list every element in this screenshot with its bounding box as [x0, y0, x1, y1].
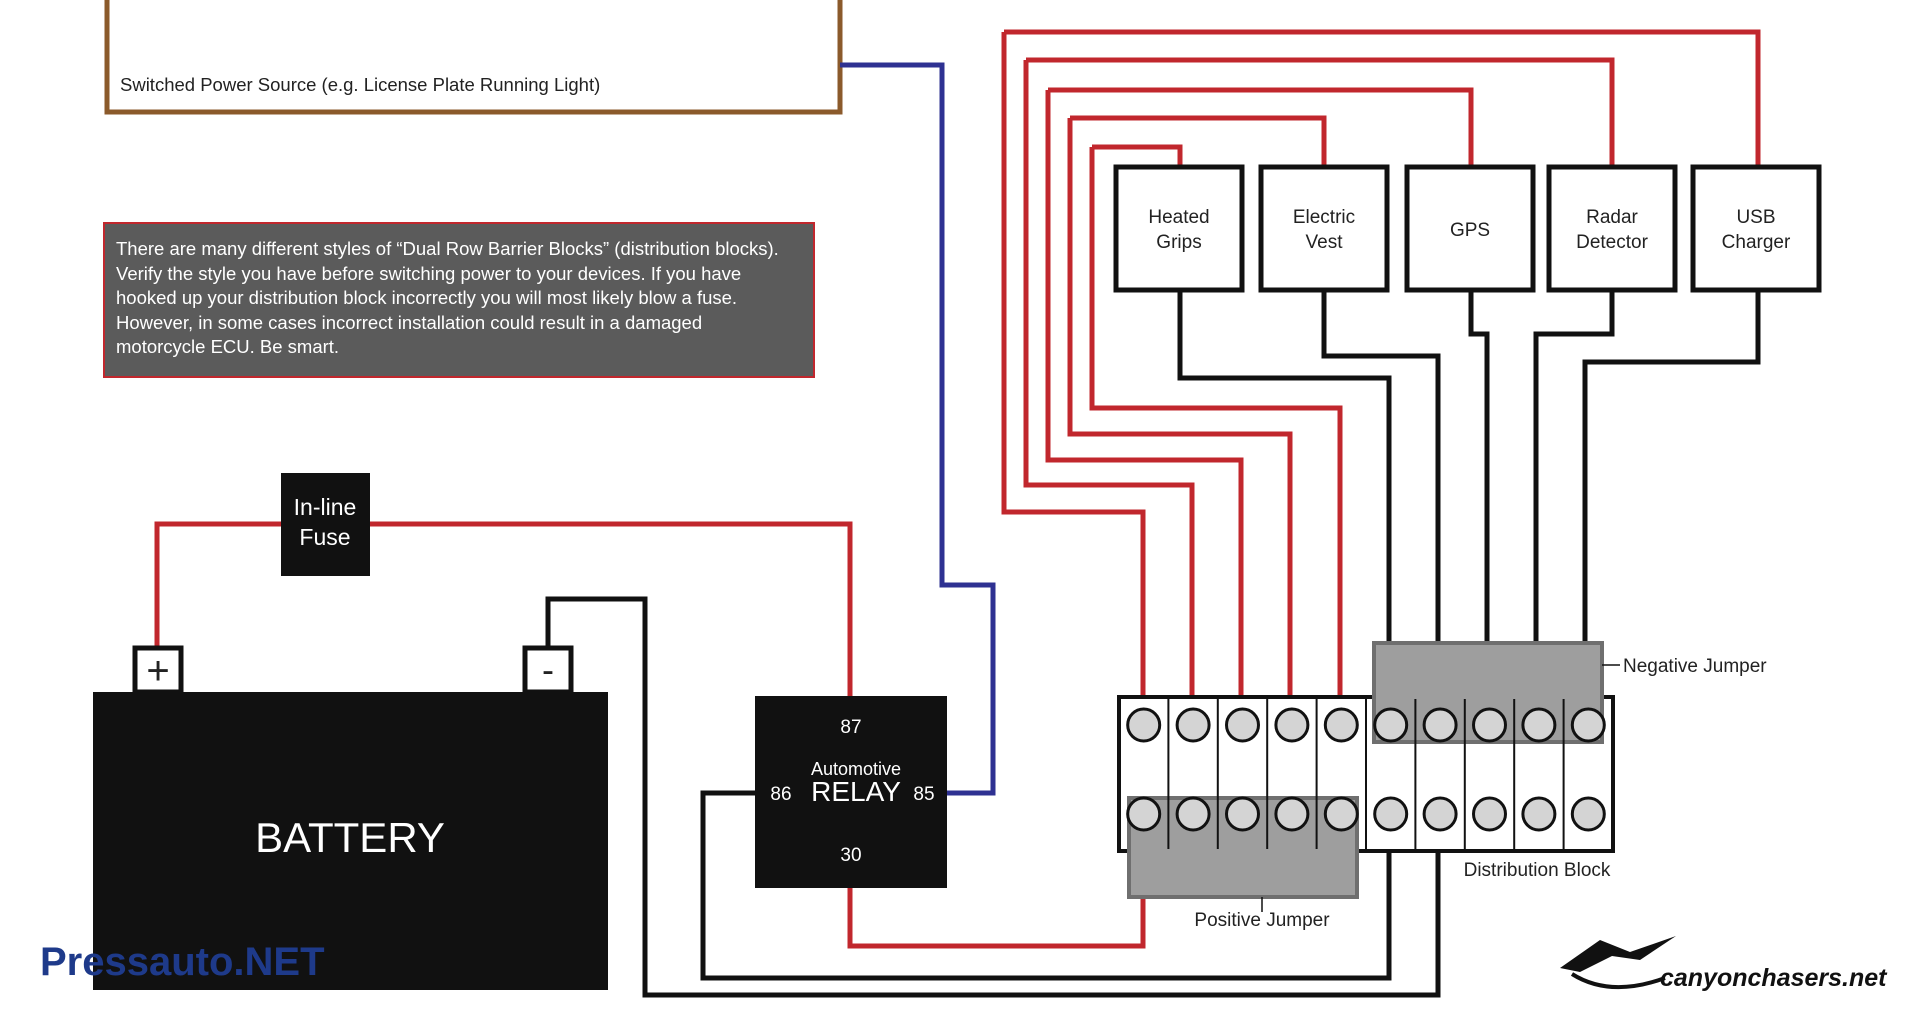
terminal-screw-top	[1225, 707, 1260, 743]
device-label-line-2: Detector	[1576, 232, 1648, 253]
usb-ground-wire	[1582, 290, 1761, 722]
device-label-line-2: Vest	[1306, 232, 1344, 253]
gps-ground-wire	[1468, 290, 1490, 722]
device-label-line-2: Charger	[1722, 232, 1791, 253]
notice-line-2: Verify the style you have before switchi…	[116, 263, 741, 284]
device-heated-grips: Heated Grips	[1113, 164, 1245, 293]
fuse-to-relay-wire	[368, 521, 853, 698]
canyonchasers-logo-mark	[1560, 936, 1676, 972]
canyonchasers-logo-swoosh	[1570, 972, 1666, 990]
terminal-screw-top	[1472, 707, 1507, 743]
fuse-label-line-2: Fuse	[299, 524, 350, 550]
battery-negative-symbol: -	[542, 649, 554, 690]
radar-ground-wire	[1533, 290, 1615, 722]
device-label-line-1: USB	[1736, 207, 1775, 228]
device-box	[1690, 164, 1822, 293]
block-terminals	[1126, 707, 1606, 832]
notice-line-5: motorcycle ECU. Be smart.	[116, 336, 339, 357]
terminal-screw-top	[1570, 707, 1606, 743]
power-source-box-outline	[104, 0, 843, 115]
grips-power-wire	[1092, 144, 1183, 167]
terminal-screw-bottom	[1225, 796, 1260, 832]
terminal-screw-bottom	[1422, 796, 1458, 832]
positive-jumper-label: Positive Jumper	[1194, 910, 1330, 931]
terminal-screw-top	[1521, 707, 1557, 743]
terminal-screw-top	[1274, 707, 1310, 743]
block-dividers	[1167, 699, 1565, 849]
distribution-block-label: Distribution Block	[1464, 860, 1611, 881]
gps-power-wire-down	[1045, 90, 1244, 722]
automotive-relay: 87 Automotive 86 RELAY 85 30	[755, 696, 947, 888]
relay-pin-85: 85	[913, 784, 934, 805]
relay-label-line-1: Automotive	[811, 759, 901, 779]
canyonchasers-logo: canyonchasers.net	[1560, 936, 1888, 992]
relay-pin-30: 30	[840, 845, 861, 866]
gps-power-wire	[1048, 87, 1474, 167]
relay-pin-87: 87	[840, 717, 861, 738]
switched-power-source: Switched Power Source (e.g. License Plat…	[104, 0, 843, 115]
terminal-screw-bottom	[1274, 796, 1310, 832]
negative-jumper-label: Negative Jumper	[1623, 656, 1767, 677]
terminal-screw-bottom	[1521, 796, 1557, 832]
battery-positive-wire	[154, 521, 285, 650]
battery-positive-symbol: +	[146, 649, 169, 693]
fuse-label-line-1: In-line	[294, 494, 357, 520]
relay-pin-86: 86	[770, 784, 791, 805]
notice-line-1: There are many different styles of “Dual…	[116, 238, 779, 259]
notice-box: There are many different styles of “Dual…	[103, 222, 815, 378]
device-label-line-2: Grips	[1156, 232, 1201, 253]
relay-body	[755, 696, 947, 888]
watermark-left: Pressauto.NET	[40, 940, 325, 984]
device-electric-vest: Electric Vest	[1258, 164, 1390, 293]
electric-vest-ground-wire	[1321, 290, 1441, 722]
heated-grips-power-wire-down	[1001, 32, 1146, 722]
vest-power-wire	[1070, 115, 1327, 167]
device-label-line-1: Heated	[1148, 207, 1209, 228]
heated-grips-power-wire	[1004, 29, 1761, 167]
distribution-block	[1117, 641, 1615, 899]
grips-power-wire-down	[1089, 147, 1343, 722]
switched-wire	[840, 62, 996, 796]
heated-grips-ground-wire	[1177, 290, 1392, 722]
notice-line-3: hooked up your distribution block incorr…	[116, 287, 737, 308]
vest-power-wire-down	[1067, 118, 1293, 722]
terminal-screw-bottom	[1373, 796, 1409, 832]
terminal-screw-top	[1175, 707, 1211, 743]
terminal-screw-bottom	[1126, 796, 1162, 832]
device-gps: GPS	[1404, 164, 1536, 293]
watermark-right: canyonchasers.net	[1660, 964, 1888, 992]
wires	[154, 29, 1761, 998]
terminal-screw-bottom	[1175, 796, 1211, 832]
terminal-screw-top	[1373, 707, 1409, 743]
inline-fuse: In-line Fuse	[281, 473, 370, 576]
battery-body	[93, 692, 608, 990]
terminal-screw-top	[1126, 707, 1162, 743]
device-radar-detector: Radar Detector	[1546, 164, 1678, 293]
device-label-line-1: Electric	[1293, 207, 1355, 228]
battery-label: BATTERY	[255, 814, 445, 861]
device-usb-charger: USB Charger	[1690, 164, 1822, 293]
battery: + - BATTERY	[93, 645, 608, 990]
terminal-screw-top	[1323, 707, 1359, 743]
notice-box-background	[103, 222, 815, 378]
terminal-screw-bottom	[1323, 796, 1359, 832]
device-box	[1113, 164, 1245, 293]
device-box	[1258, 164, 1390, 293]
battery-ground-wire	[545, 596, 1441, 998]
device-box	[1546, 164, 1678, 293]
terminal-screw-bottom	[1472, 796, 1507, 832]
power-source-label: Switched Power Source (e.g. License Plat…	[120, 74, 600, 95]
device-box	[1404, 164, 1536, 293]
fuse-body	[281, 473, 370, 576]
radar-power-wire	[1026, 57, 1615, 167]
radar-power-wire-down	[1023, 60, 1195, 722]
notice-line-4: However, in some cases incorrect install…	[116, 312, 702, 333]
relay-label-line-2: RELAY	[811, 776, 901, 807]
relay-86-ground-wire	[700, 790, 1392, 981]
device-label-line-1: Radar	[1586, 207, 1638, 228]
terminal-screw-bottom	[1570, 796, 1606, 832]
device-label-line-1: GPS	[1450, 220, 1490, 241]
terminal-screw-top	[1422, 707, 1458, 743]
